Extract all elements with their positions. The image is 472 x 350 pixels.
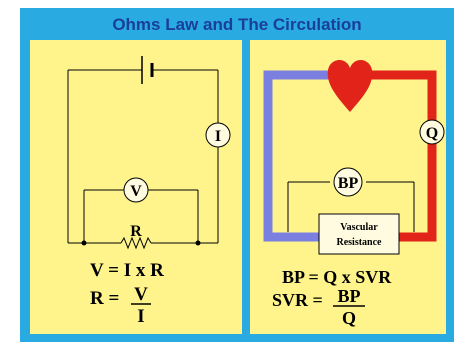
voltmeter-label: V xyxy=(130,183,142,200)
vascular-resistance-line1: Vascular xyxy=(340,222,378,233)
bp-gauge-label: BP xyxy=(338,175,359,192)
arterial-vessel xyxy=(360,70,437,242)
resistor-zigzag xyxy=(120,236,152,250)
voltmeter-circle xyxy=(123,177,149,203)
heart-icon xyxy=(327,59,373,112)
flow-meter-circle xyxy=(419,119,445,145)
vascular-resistance-line2: Resistance xyxy=(337,237,383,248)
resistance-equation-numerator: V xyxy=(134,284,148,305)
junction-dot-right xyxy=(195,240,201,246)
slide-title: Ohms Law and The Circulation xyxy=(112,15,362,34)
ohms-law-equation: V = I x R xyxy=(90,260,164,281)
bp-equation: BP = Q x SVR xyxy=(282,267,392,287)
svr-equation-numerator: BP xyxy=(337,286,360,306)
svr-equation-denominator: Q xyxy=(342,308,356,328)
flow-meter-label: Q xyxy=(426,125,438,142)
resistance-equation-denominator: I xyxy=(137,306,144,327)
ammeter-label: I xyxy=(215,128,221,145)
svr-equation-lhs: SVR = xyxy=(272,290,323,310)
bp-gauge-circle xyxy=(333,167,363,197)
venous-vessel xyxy=(263,70,342,242)
junction-dot-left xyxy=(81,240,87,246)
resistor-label: R xyxy=(130,223,142,240)
resistance-equation-lhs: R = xyxy=(90,288,119,309)
electrical-circuit xyxy=(67,56,219,250)
vascular-resistance-box xyxy=(318,213,400,255)
circulation-circuit xyxy=(263,70,437,242)
ammeter-circle xyxy=(205,122,231,148)
